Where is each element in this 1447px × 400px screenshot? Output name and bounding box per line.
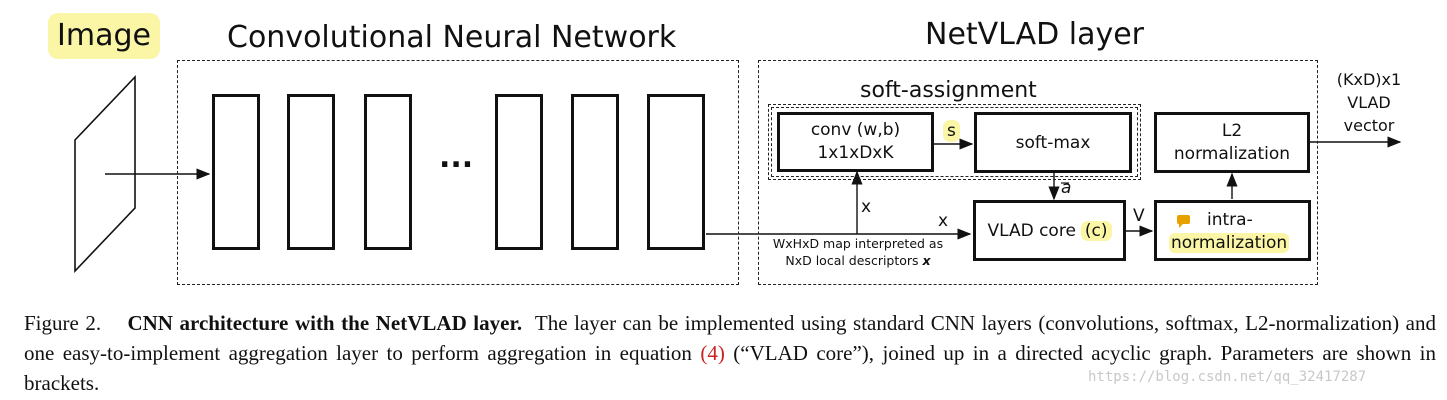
v-label: V [1133,206,1145,226]
cnn-dashed-region [177,60,739,285]
figure-caption: Figure 2. CNN architecture with the NetV… [24,308,1436,398]
input-image-label: Image [48,13,160,59]
cnn-layer-6 [647,94,705,250]
comment-icon [1177,215,1190,224]
map-note-line1: WxHxD map interpreted as [772,236,944,251]
vlad-core-box: VLAD core (c) [973,200,1126,261]
cnn-layer-3 [364,94,412,250]
watermark: https://blog.csdn.net/qq_32417287 [1088,369,1367,385]
soft-assignment-label: soft-assignment [860,78,1037,103]
cnn-title: Convolutional Neural Network [227,20,677,55]
l2-normalization-box: L2 normalization [1154,112,1310,173]
l2-line1: L2 [1221,120,1243,141]
figure-label: Figure 2. [24,311,102,335]
output-line2: VLAD [1347,93,1391,112]
equation-reference-link[interactable]: (4) [700,341,725,365]
diagram-connectors [74,75,1402,273]
vlad-core-label: VLAD core [987,220,1076,241]
cnn-layer-1 [212,94,260,250]
caption-text-2: (“VLAD core”), joined up in a directed a… [24,341,1436,395]
cnn-ellipsis: ... [439,140,474,175]
x-label-vertical: x [861,197,872,217]
conv-line2: 1x1xDxK [817,143,894,163]
output-line3: vector [1343,116,1395,135]
soft-assignment-region [768,104,1141,180]
input-image-shape [74,75,136,273]
l2-line2: normalization [1173,143,1291,164]
map-note: WxHxD map interpreted as NxD local descr… [758,235,958,269]
intra-normalization-box: intra- normalization [1154,200,1311,261]
s-label: s [943,120,960,142]
output-label: (KxD)x1 VLAD vector [1324,68,1414,137]
caption-text-1: The layer can be implemented using stand… [24,311,1436,365]
conv-line1: conv (w,b) [810,120,901,140]
caption-bold: CNN architecture with the NetVLAD layer. [127,311,523,335]
abar-label: a [1061,178,1072,198]
intra-line2: normalization [1169,233,1290,253]
intra-line1: intra- [1207,210,1253,230]
netvlad-dashed-region [758,60,1318,285]
conv-box: conv (w,b) 1x1xDxK [777,112,934,172]
comment-icon-tail [1179,224,1183,228]
cnn-layer-5 [571,94,619,250]
cnn-layer-4 [495,94,543,250]
cnn-layer-2 [287,94,335,250]
map-note-line2: NxD local descriptors x [785,253,931,268]
softmax-box: soft-max [974,112,1132,173]
netvlad-title: NetVLAD layer [925,17,1145,52]
vlad-core-param: (c) [1080,220,1112,241]
x-label-horizontal: x [938,211,949,231]
output-line1: (KxD)x1 [1336,70,1402,89]
soft-assignment-region-inner [771,107,1138,177]
